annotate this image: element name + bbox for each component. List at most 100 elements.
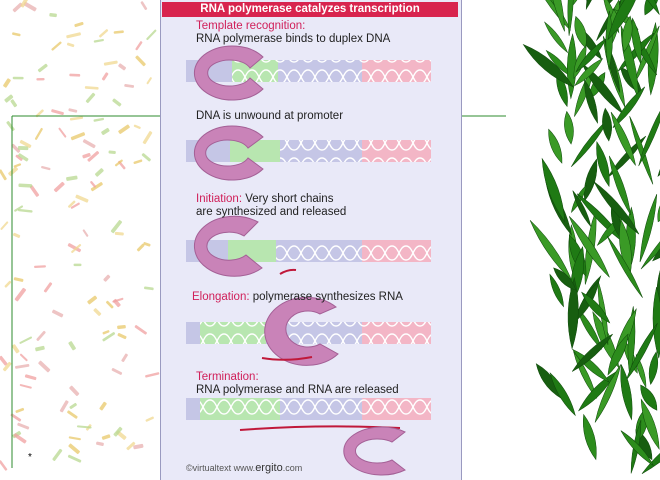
confetti-piece [67,454,82,463]
confetti-piece [68,341,76,351]
confetti-piece [103,60,118,66]
confetti-piece [121,353,128,362]
confetti-piece [53,181,65,193]
confetti-piece [90,181,96,188]
bamboo-leaf [564,110,574,145]
bamboo-leaf [571,348,610,383]
confetti-piece [84,86,99,90]
confetti-piece [145,416,154,422]
confetti-piece [19,384,32,389]
confetti-piece [90,182,103,192]
bamboo-leaf [567,276,579,350]
bamboo-leaf [640,384,658,411]
confetti-piece [6,121,15,131]
bamboo-leaf [582,413,597,461]
bamboo-leaf [607,0,644,41]
confetti-piece [134,325,147,335]
confetti-piece [17,153,29,162]
confetti-piece [135,41,143,51]
confetti-piece [69,116,84,121]
confetti-piece [51,309,64,318]
bamboo-leaf [641,429,660,474]
confetti-piece [75,194,89,203]
confetti-pattern [0,0,160,471]
copyright-text: ©virtualtext [186,463,232,473]
confetti-piece [17,146,29,151]
confetti-piece [8,166,19,177]
bamboo-leaf [639,194,658,263]
confetti-piece [34,265,46,269]
released-rna-polymerase [343,426,406,476]
stage-5-description: RNA polymerase and RNA are released [196,384,399,396]
bamboo-leaf [631,17,642,65]
confetti-piece [38,360,51,373]
confetti-piece [12,32,21,37]
confetti-piece [117,324,126,330]
confetti-piece [68,108,78,113]
bamboo-leaf [596,141,610,188]
confetti-piece [145,372,160,378]
bamboo-leaf [548,128,563,164]
bamboo-leaf [584,78,598,124]
site-suffix: .com [282,463,303,473]
confetti-piece [67,410,78,419]
stage-3-name: Initiation: [196,193,243,205]
footer-credit: ©virtualtext www.ergito.com [186,462,302,474]
confetti-piece [0,355,8,366]
confetti-piece [118,63,127,71]
confetti-piece [136,243,145,252]
short-rna-chain [279,268,297,275]
confetti-piece [66,175,78,181]
rna-polymerase-stage-4 [264,296,339,366]
confetti-piece [74,21,84,28]
confetti-piece [14,287,27,302]
confetti-piece [13,163,22,168]
stage-5-name: Termination: [196,371,259,383]
bamboo-leaf [593,181,640,235]
confetti-piece [101,434,111,440]
bamboo-leaves [522,0,660,474]
stage-4-description: polymerase synthesizes RNA [252,291,403,303]
confetti-piece [85,92,96,104]
stage-1-name: Template recognition: [196,20,306,32]
confetti-piece [113,30,124,34]
confetti-piece [17,208,33,213]
confetti-piece [133,124,141,129]
bamboo-leaf [620,430,654,466]
confetti-piece [102,332,116,342]
stage-3-description: Very short chains [245,193,334,205]
confetti-piece [108,150,116,155]
confetti-piece [13,277,24,282]
confetti-piece [87,295,98,305]
bamboo-leaf [627,0,660,15]
bamboo-leaf [602,107,612,142]
confetti-piece [10,99,18,108]
confetti-piece [35,109,44,118]
stage-2-description: DNA is unwound at promoter [196,110,344,122]
bamboo-leaf [553,267,577,291]
confetti-piece [43,282,53,293]
confetti-piece [19,336,33,344]
confetti-piece [66,32,81,39]
confetti-piece [2,361,12,372]
confetti-piece [103,274,111,282]
bamboo-leaf [549,273,564,308]
bamboo-leaf [620,363,633,421]
bamboo-leaf [545,49,572,77]
confetti-piece [141,153,151,162]
bamboo-leaf [529,220,572,281]
confetti-piece [69,402,77,410]
brand-name: ergito [255,462,283,474]
bamboo-leaf [605,10,613,70]
confetti-piece [99,29,109,38]
bamboo-leaf [626,323,658,381]
dna-duplex-stage-4 [186,322,431,344]
bamboo-leaf [581,291,611,324]
bamboo-leaf [610,111,636,166]
dna-helix [280,140,431,162]
dna-duplex-stage-3 [186,240,431,262]
bamboo-leaf [567,0,574,36]
confetti-piece [69,73,81,77]
